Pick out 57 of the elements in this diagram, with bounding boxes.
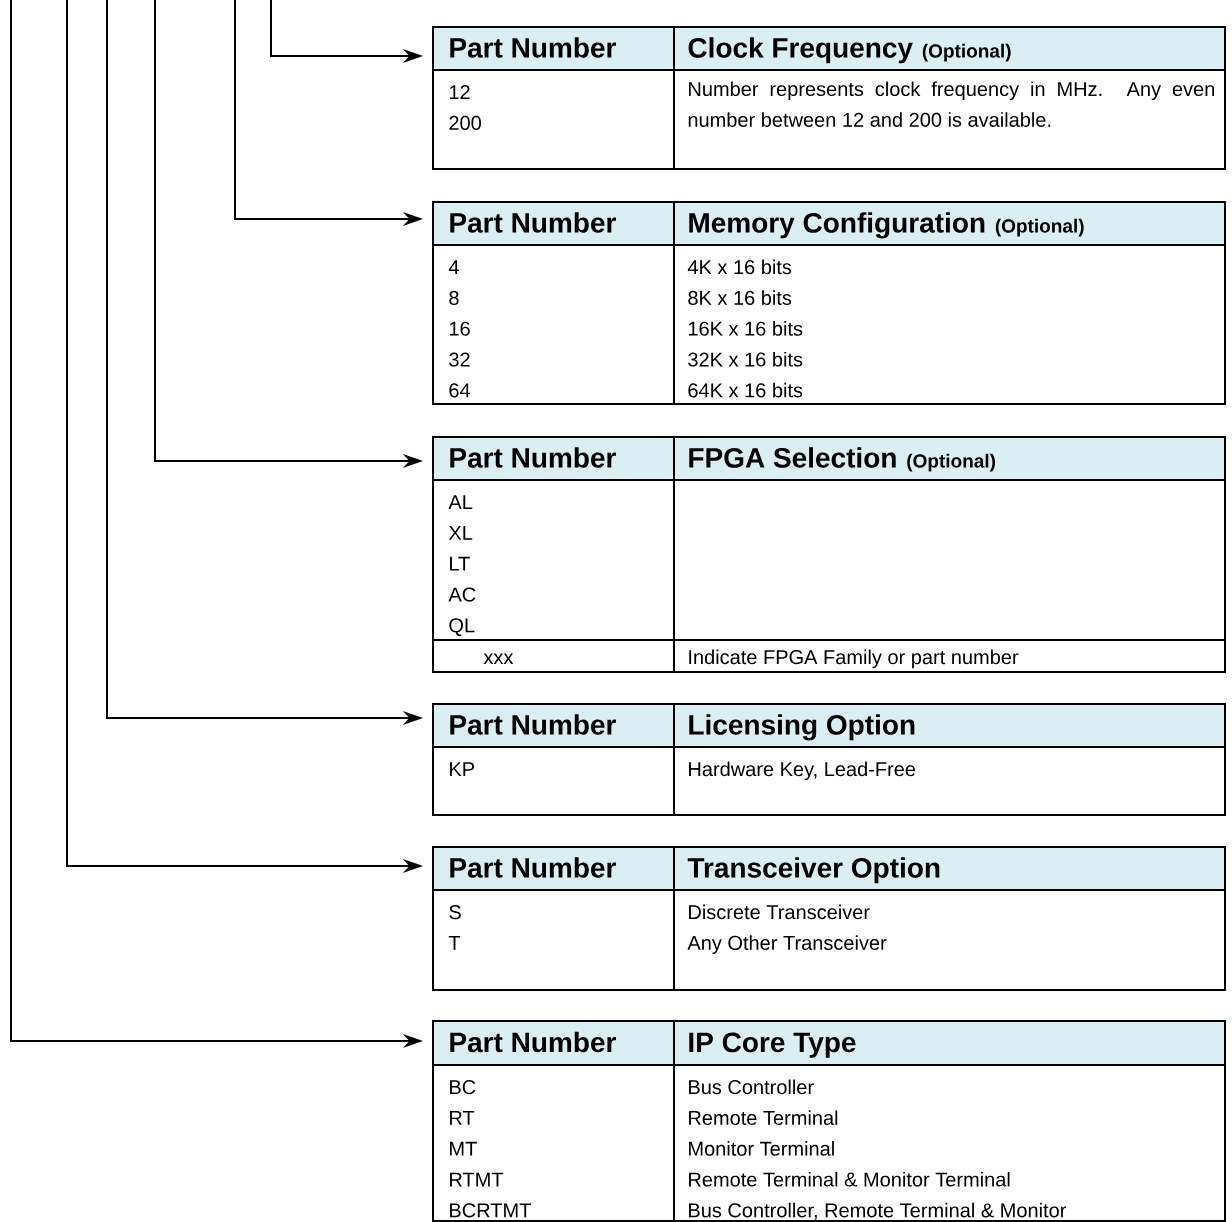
- cell-text: 64K x 16 bits: [688, 382, 803, 398]
- cell-text: 4: [448, 260, 459, 274]
- header-text: Licensing Option: [689, 714, 915, 741]
- cell-text: MT: [450, 1141, 477, 1156]
- cell-text: 4K x 16 bits: [687, 259, 792, 275]
- header-text: Part Number: [450, 37, 616, 58]
- cell-text: AL: [448, 495, 473, 509]
- cell-text: Bus Controller, Remote Terminal & Monitor: [689, 1202, 1067, 1220]
- cell-text: Remote Terminal: [689, 1110, 838, 1125]
- cell-text: RTMT: [450, 1172, 504, 1187]
- option-table: [432, 436, 1226, 673]
- option-table: [432, 26, 1226, 170]
- header-text: Clock Frequency: [688, 37, 913, 64]
- cell-text: Bus Controller: [689, 1079, 814, 1095]
- header-text: Part Number: [450, 1031, 616, 1053]
- optional-note: (Optional): [995, 218, 1084, 237]
- header-text: IP Core Type: [689, 1032, 856, 1058]
- cell-text: Discrete Transceiver: [689, 904, 870, 920]
- cell-text: Hardware Key, Lead-Free: [689, 761, 916, 781]
- cell-text: Any Other Transceiver: [687, 935, 887, 954]
- header-text: Memory Configuration: [689, 212, 985, 239]
- cell-text: LT: [450, 556, 470, 571]
- optional-note: (Optional): [922, 43, 1011, 62]
- cell-text: 8: [449, 290, 459, 305]
- cell-text: xxx: [483, 653, 514, 664]
- header-text: FPGA Selection: [689, 447, 896, 468]
- cell-text: BCRTMT: [450, 1203, 531, 1218]
- cell-text: 16: [449, 321, 470, 336]
- cell-text: BC: [450, 1080, 476, 1095]
- option-table: [432, 703, 1226, 816]
- cell-text: XL: [448, 526, 473, 540]
- option-table: [432, 1020, 1226, 1222]
- header-text: Part Number: [450, 212, 616, 233]
- cell-text: 32: [449, 352, 470, 367]
- cell-text: Remote Terminal & Monitor Terminal: [689, 1171, 1010, 1187]
- header-text: Transceiver Option: [687, 857, 940, 884]
- option-table: [432, 846, 1226, 991]
- cell-text: AC: [448, 587, 476, 602]
- cell-text: Indicate FPGA Family or part number: [689, 649, 1019, 669]
- cell-text: 64: [449, 383, 471, 398]
- header-text: Part Number: [450, 447, 616, 468]
- cell-text: KP: [450, 762, 475, 776]
- cell-text: QL: [449, 618, 475, 636]
- optional-note: (Optional): [907, 453, 996, 472]
- cell-text: 200: [449, 115, 481, 130]
- header-text: Part Number: [450, 714, 616, 735]
- cell-text: 16K x 16 bits: [688, 321, 803, 336]
- cell-text: 12: [449, 85, 470, 99]
- header-text: Part Number: [450, 857, 616, 878]
- cell-text: Monitor Terminal: [689, 1141, 834, 1156]
- cell-text: RT: [450, 1111, 475, 1125]
- option-table: [432, 201, 1226, 405]
- cell-text: 8K x 16 bits: [688, 290, 792, 305]
- cell-text: Number represents clock frequency in MHz. Any even number between 12 and 200 is available.: [688, 81, 1214, 127]
- cell-text: 32K x 16 bits: [688, 351, 803, 367]
- cell-text: T: [448, 936, 461, 950]
- cell-text: S: [449, 905, 461, 920]
